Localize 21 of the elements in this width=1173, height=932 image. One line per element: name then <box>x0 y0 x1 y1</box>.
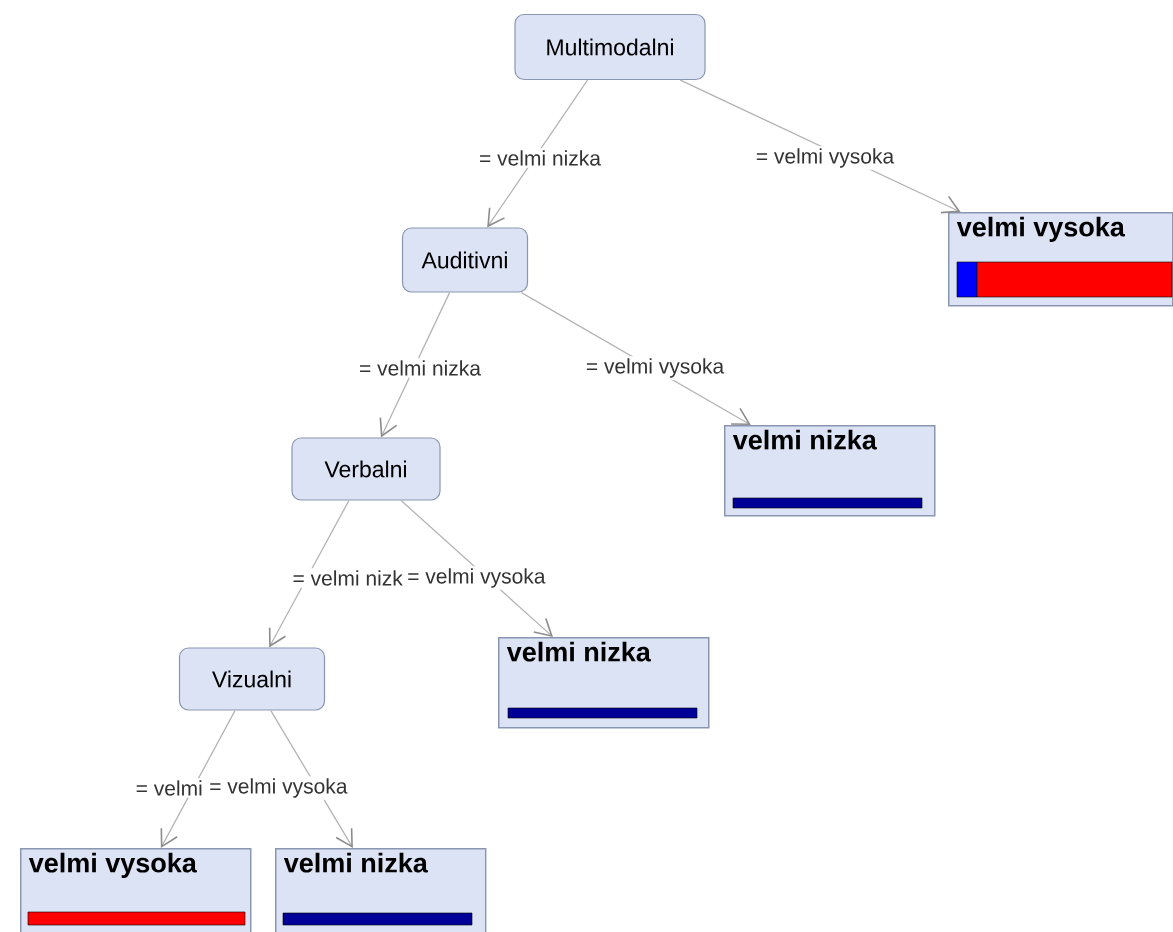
split-node-box: Multimodalni <box>514 13 706 81</box>
edge-label: = velmi vysoka <box>207 776 350 800</box>
split-node-box: Vizualni <box>178 647 326 711</box>
split-node-box: Auditivni <box>401 227 529 293</box>
edge-label: = velmi nizka <box>357 358 483 378</box>
arrow <box>487 79 589 228</box>
leaf-node-box: velmi nizka <box>275 848 487 932</box>
edge-label: = velmi vysoka <box>405 566 548 590</box>
arrow <box>160 709 236 848</box>
edge-label: = velmi vysoka <box>583 356 727 380</box>
leaf-node-box: velmi vysoka <box>948 212 1173 307</box>
edge-label: = velmi <box>133 778 205 798</box>
arrow <box>268 499 350 648</box>
split-node-box: Verbalni <box>291 437 441 501</box>
leaf-node-box: velmi vysoka <box>20 848 252 932</box>
edge-label: = velmi nizk <box>290 568 405 588</box>
arrow <box>379 291 451 438</box>
leaf-node-box: velmi nizka <box>724 425 936 517</box>
edge-label: = velmi vysoka <box>753 146 897 170</box>
leaf-node-box: velmi nizka <box>498 637 710 729</box>
edge-label: = velmi nizka <box>477 148 603 168</box>
